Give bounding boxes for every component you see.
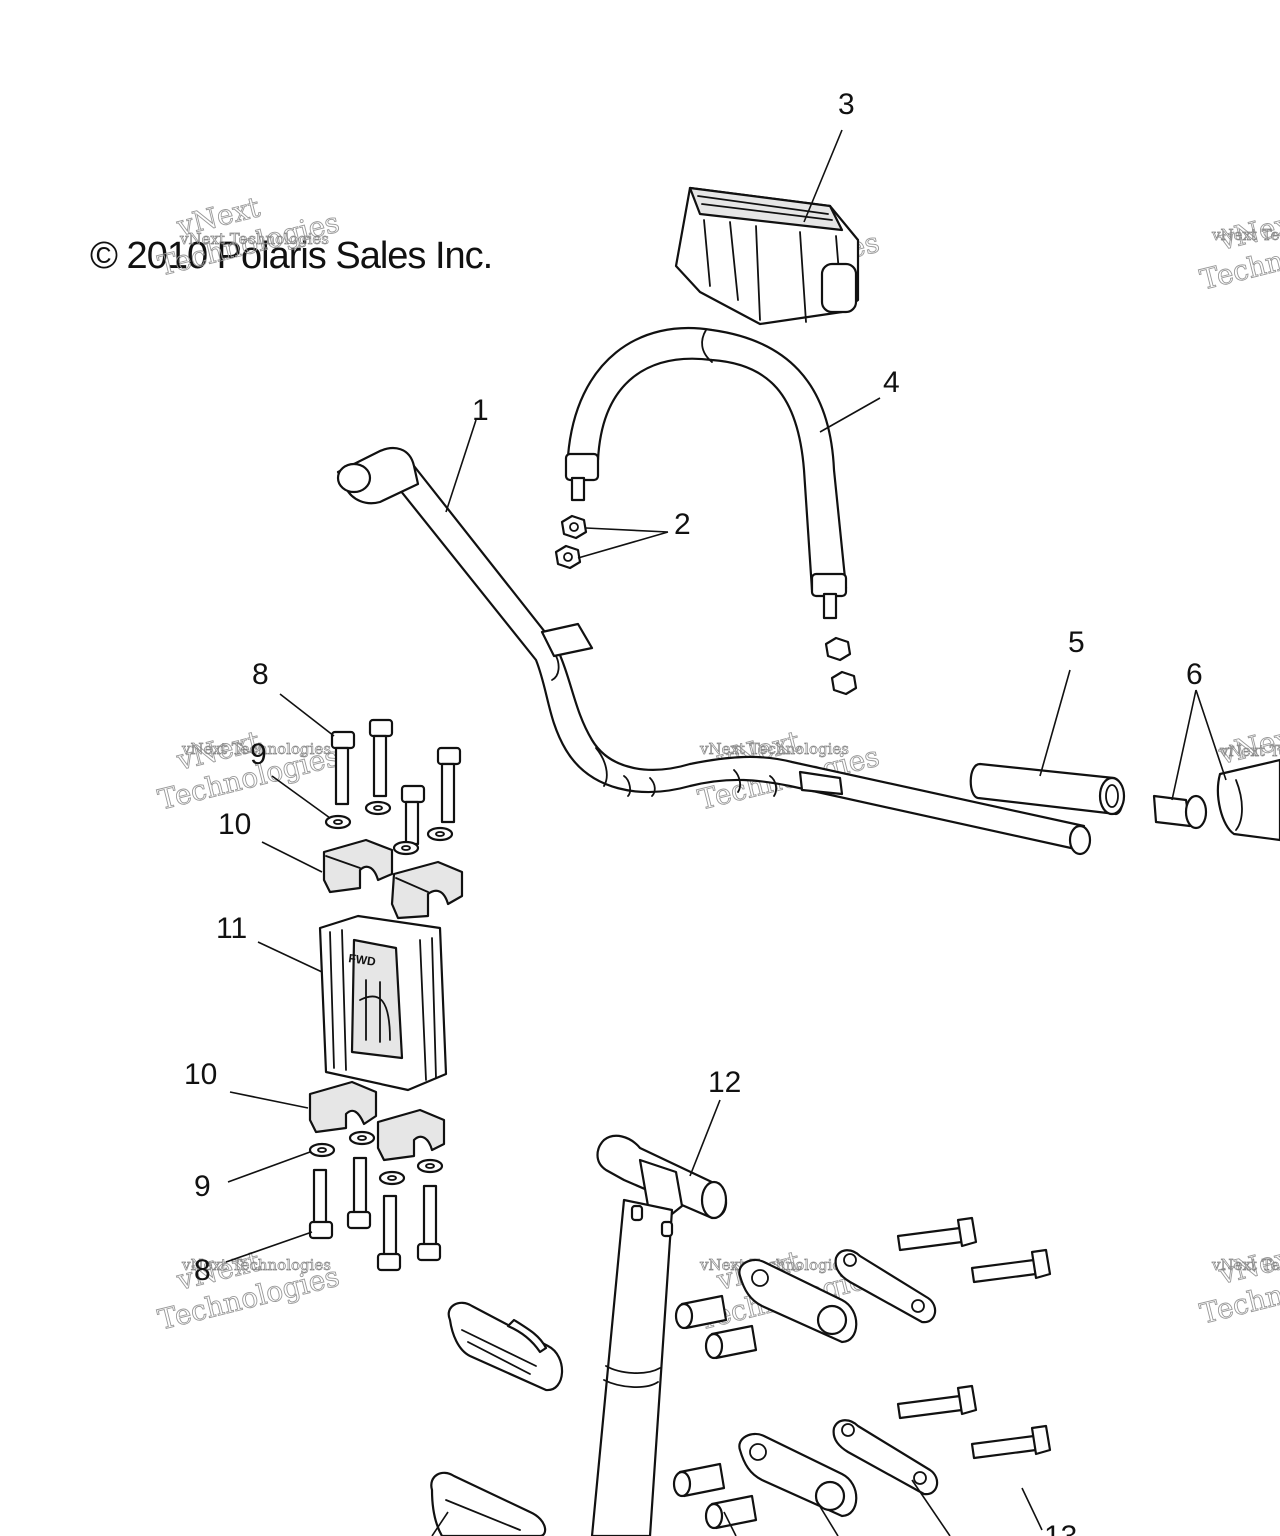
washer-set-lower [308, 1130, 444, 1186]
nut-set [554, 514, 858, 696]
callout-12: 12 [708, 1066, 741, 1099]
crossbar-tube [564, 326, 848, 620]
handlebar-riser: FWD [318, 914, 448, 1092]
callout-2: 2 [674, 508, 691, 541]
copyright-text: © 2010 Polaris Sales Inc. [90, 235, 492, 277]
fwd-label: FWD [348, 951, 377, 969]
watermark-small: vNext Technologies [699, 1256, 849, 1274]
callout-10-upper: 10 [218, 808, 251, 841]
callout-4: 4 [883, 366, 900, 399]
washer-set-upper [324, 800, 454, 856]
leader-lines [225, 129, 1227, 1536]
callout-8-lower: 8 [194, 1254, 211, 1287]
steering-post [590, 1134, 728, 1536]
watermark-small: vNext Technologies [1219, 742, 1280, 760]
callout-5: 5 [1068, 626, 1085, 659]
callout-labels: 3 4 1 2 5 6 8 9 10 11 10 9 8 12 13 [184, 88, 1203, 1536]
callout-6: 6 [1186, 658, 1203, 691]
callout-8-upper: 8 [252, 658, 269, 691]
throttle-end-assembly [1152, 758, 1280, 842]
crossbar-pad [674, 186, 860, 326]
callout-11: 11 [216, 912, 247, 945]
bolt-set-upper [330, 718, 462, 846]
watermark-small: vNext Technologies [1211, 226, 1280, 244]
watermark-small: vNext Technologies [1211, 1256, 1280, 1274]
clamp-cap-upper [322, 838, 464, 920]
handlebar [336, 447, 1092, 856]
callout-1: 1 [472, 394, 489, 427]
callout-3: 3 [838, 88, 855, 121]
tie-rod-bracket-assembly [430, 1216, 1052, 1536]
watermark-small: vNext Technologies [179, 230, 329, 248]
watermark-small: vNext Technologies [181, 740, 331, 758]
callout-9-lower: 9 [194, 1170, 211, 1203]
callout-9-upper: 9 [250, 738, 267, 771]
callout-10-lower: 10 [184, 1058, 217, 1091]
grip [969, 762, 1126, 816]
clamp-base-lower [308, 1080, 446, 1162]
watermark-small: vNext Technologies [699, 740, 849, 758]
bolt-set-lower [308, 1156, 442, 1272]
callout-13: 13 [1044, 1520, 1077, 1536]
watermark-small: vNext Technologies [181, 1256, 331, 1274]
